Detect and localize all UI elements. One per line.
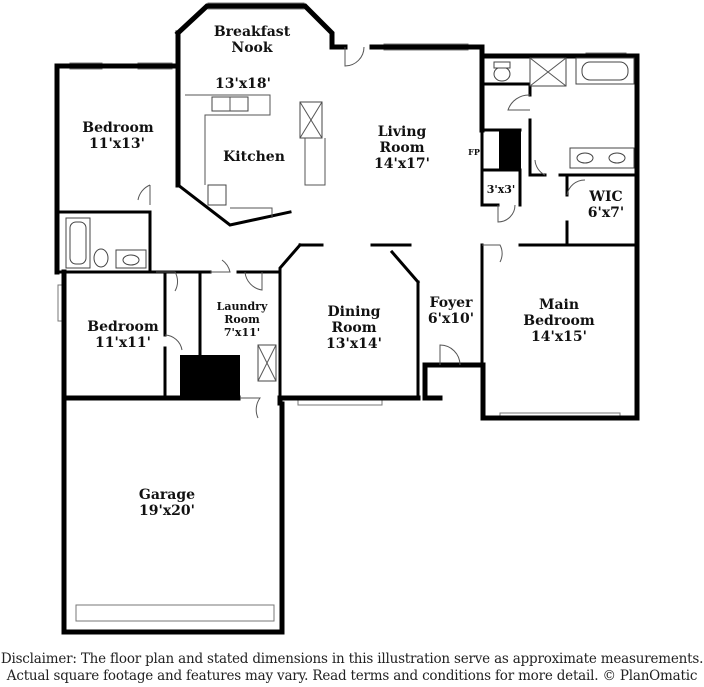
dining-room-dims: 13'x14' [326, 336, 382, 352]
wic-dims: 6'x7' [588, 205, 624, 221]
disclaimer-line-1: Disclaimer: The floor plan and stated di… [0, 651, 704, 667]
breakfast-nook-label-line2: Nook [231, 40, 272, 56]
living-room-dims: 14'x17' [374, 156, 430, 172]
bedroom-mid-dims: 11'x11' [95, 335, 151, 351]
closet-dims: 3'x3' [487, 183, 516, 196]
bedroom-top-dims: 11'x13' [89, 136, 145, 152]
fireplace-block [499, 130, 521, 170]
wic-label: WIC [588, 189, 622, 205]
breakfast-nook-label-line1: Breakfast [214, 24, 291, 40]
dining-room-label-line1: Dining [328, 304, 381, 320]
garage-dims: 19'x20' [139, 503, 195, 519]
garage-label: Garage [139, 487, 195, 503]
living-room-label-line2: Room [379, 140, 424, 156]
room-labels: Breakfast Nook 13'x18' Kitchen Bedroom 1… [82, 24, 624, 519]
fireplace-label: FP [468, 147, 480, 157]
laundry-label-line2: Room [224, 313, 260, 326]
bedroom-mid-label: Bedroom [87, 319, 159, 335]
mechanical-block [180, 355, 240, 397]
kitchen-label: Kitchen [223, 149, 285, 165]
main-bedroom-label-line2: Bedroom [523, 313, 595, 329]
main-bedroom-dims: 14'x15' [531, 329, 587, 345]
foyer-dims: 6'x10' [428, 311, 474, 327]
dining-room-label-line2: Room [331, 320, 376, 336]
door-swings [137, 46, 586, 419]
laundry-dims: 7'x11' [224, 326, 260, 339]
exterior-walls [54, 3, 640, 635]
living-room-label-line1: Living [378, 124, 427, 140]
fixtures [65, 57, 635, 382]
breakfast-nook-dims: 13'x18' [215, 76, 271, 92]
laundry-label-line1: Laundry [217, 300, 268, 313]
disclaimer-line-2: Actual square footage and features may v… [6, 668, 698, 684]
main-bedroom-label-line1: Main [539, 297, 579, 313]
foyer-label: Foyer [430, 295, 474, 311]
bedroom-top-label: Bedroom [82, 120, 154, 136]
